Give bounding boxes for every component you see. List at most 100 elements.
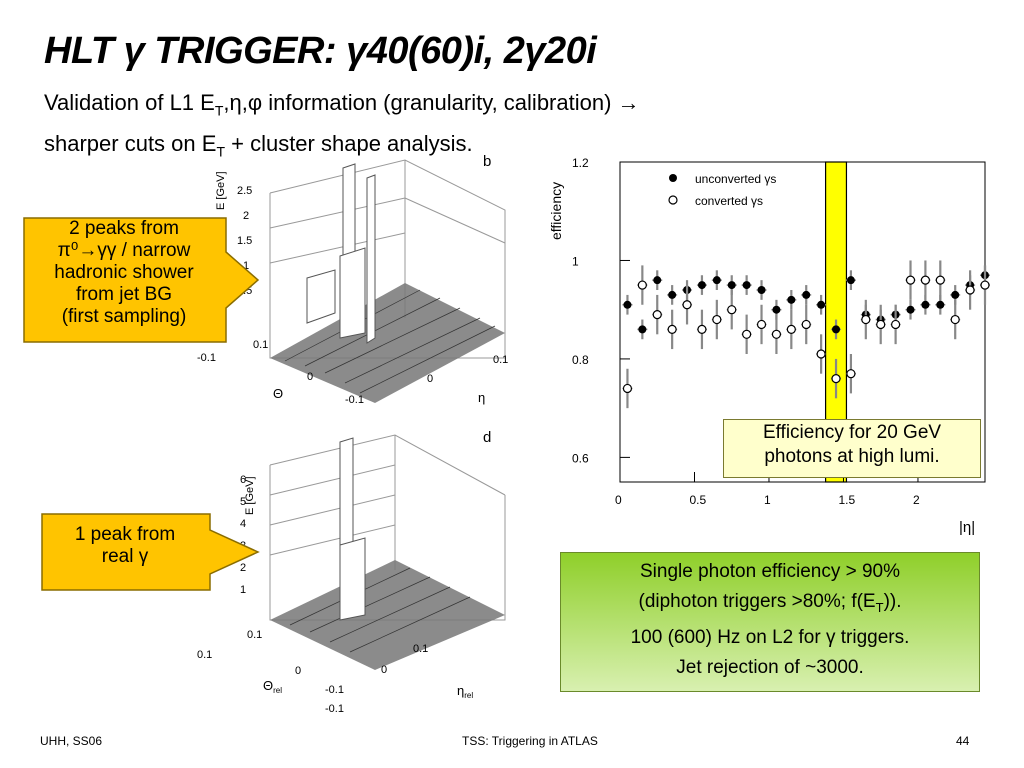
legend-marker-converted [668, 195, 678, 205]
lego-bottom-ztick-5: 1 [240, 584, 246, 596]
lego-bottom-floor-fill [270, 560, 505, 670]
point-unconverted-3 [668, 290, 677, 299]
lego-bottom-axis-right-1: 0 [381, 664, 387, 676]
point-unconverted-11 [787, 295, 796, 304]
subtitle-line-1-a: Validation of L1 E [44, 90, 215, 115]
subtitle-line-2-a: sharper cuts on E [44, 131, 217, 157]
summary-box: Single photon efficiency > 90% (diphoton… [560, 552, 980, 692]
summary-line-4: Jet rejection of ~3000. [676, 656, 864, 678]
callout-top-shape [23, 217, 260, 343]
y-axis-ticks: 0.60.811.2 [572, 156, 630, 465]
y-axis-label: efficiency [548, 182, 564, 240]
lego-top-axis-right-0: 0.1 [493, 354, 508, 366]
point-converted-2 [652, 310, 662, 320]
subtitle-line-1-sub: T [214, 102, 224, 119]
point-converted-7 [727, 305, 737, 315]
point-unconverted-15 [846, 276, 855, 285]
point-converted-8 [742, 329, 752, 339]
footer-center: TSS: Triggering in ATLAS [462, 734, 598, 748]
lego-top-bump-1 [339, 247, 366, 339]
lego-bottom-ztick-2: 4 [240, 518, 246, 530]
lego-bottom-hatch-4 [349, 596, 471, 653]
efficiency-note-line-1: Efficiency for 20 GeV [762, 422, 942, 443]
lego-bottom-grid-2 [269, 494, 396, 526]
point-unconverted-20 [921, 300, 930, 309]
lego-top-floor [270, 283, 505, 403]
lego-top-grid-3 [404, 197, 506, 244]
point-unconverted-19 [906, 305, 915, 314]
lego-bottom-ztick-0: 6 [240, 474, 246, 486]
subtitle-line-1: Validation of L1 ET,η,φ information (gra… [44, 86, 640, 127]
lego-top-frame-back [269, 159, 506, 258]
lego-top-hatch-3 [324, 307, 461, 374]
point-converted-1 [637, 280, 647, 290]
point-unconverted-6 [712, 276, 721, 285]
legend-label-converted: converted γs [695, 194, 763, 208]
point-unconverted-9 [757, 286, 766, 294]
lego-bottom-ztick-1: 5 [240, 496, 246, 508]
lego-top-panel-label: b [483, 153, 491, 170]
lego-top-axis-left-2: -0.1 [345, 394, 364, 406]
lego-top-axis-left-1: 0 [307, 371, 313, 383]
lego-bottom-ztick-4: 2 [240, 562, 246, 574]
point-unconverted-21 [936, 300, 945, 309]
lego-top-grid-1 [269, 197, 406, 229]
footer-page-number: 44 [956, 734, 970, 748]
subtitle-line-2-b: + cluster shape analysis. [225, 131, 473, 157]
x-tick-label-1: 0.5 [689, 493, 706, 507]
x-tick-label-0: 0 [615, 493, 622, 507]
callout-top-text: 2 peaks from π⁰→γγ / narrow hadronic sho… [22, 216, 226, 328]
point-converted-4 [682, 300, 692, 310]
efficiency-note-line-2: photons at high lumi. [764, 446, 940, 467]
point-converted-15 [846, 369, 856, 379]
point-unconverted-2 [653, 276, 662, 285]
lego-bottom-frame-back [269, 434, 506, 496]
summary-line-1: Single photon efficiency > 90% [639, 561, 901, 582]
point-converted-16 [861, 314, 871, 325]
callout-top-line-4: from jet BG [75, 284, 173, 305]
point-unconverted-12 [802, 290, 811, 299]
callout-bottom-text: 1 peak from real γ [40, 512, 210, 568]
x-tick-label-2: 1 [764, 493, 771, 507]
point-unconverted-0 [623, 300, 632, 309]
lego-bottom-hatch-3 [329, 586, 451, 643]
footer-left: UHH, SS06 [40, 734, 103, 748]
point-converted-13 [816, 349, 826, 359]
lego-top-zlabel: E [GeV] [215, 171, 227, 210]
legend-marker-unconverted [669, 174, 677, 182]
lego-bottom-grid-1 [269, 464, 396, 496]
lego-top-grid-2 [269, 232, 406, 264]
callout-bottom: 1 peak from real γ [40, 512, 262, 592]
lego-bottom-axis-right-2: -0.1 [325, 684, 344, 696]
y-tick-label-2: 1 [572, 254, 579, 268]
point-unconverted-13 [817, 300, 826, 309]
point-converted-23 [965, 285, 975, 295]
callout-bottom-fill [41, 513, 260, 591]
lego-top-axis-right-2: -0.1 [197, 352, 216, 364]
point-converted-22 [950, 314, 960, 325]
summary-line-2-b: )). [883, 591, 902, 612]
lego-bottom-axis-stray: 0.1 [197, 649, 212, 661]
point-converted-9 [756, 319, 767, 330]
lego-bottom-eta-label: ηrel [457, 683, 473, 700]
summary-line-2-sub: T [875, 599, 884, 615]
lego-bottom-floor [270, 560, 505, 670]
point-converted-0 [622, 383, 633, 394]
callout-top-fill [23, 217, 260, 343]
callout-top: 2 peaks from π⁰→γγ / narrow hadronic sho… [22, 216, 262, 344]
summary-line-2: (diphoton triggers >80%; f(ET)). [561, 587, 979, 623]
callout-top-line-3: hadronic shower [54, 262, 194, 283]
lego-top-axis-left-0: 0.1 [253, 339, 268, 351]
lego-bottom-bump-1 [339, 537, 366, 621]
chart-frame [619, 161, 986, 483]
lego-top-peak-2 [366, 174, 376, 344]
point-converted-21 [935, 275, 945, 285]
x-tick-label-3: 1.5 [838, 493, 855, 507]
point-converted-19 [905, 275, 916, 285]
slide-title: HLT γ TRIGGER: γ40(60)i, 2γ20i [44, 30, 597, 72]
lego-top-eta-label: η [478, 390, 485, 405]
lego-top-ztick-1: 2 [243, 210, 249, 222]
subtitle-line-1-b: ,η,φ information (granularity, calibrati… [223, 90, 640, 115]
point-converted-3 [667, 324, 677, 334]
point-unconverted-14 [832, 325, 841, 334]
